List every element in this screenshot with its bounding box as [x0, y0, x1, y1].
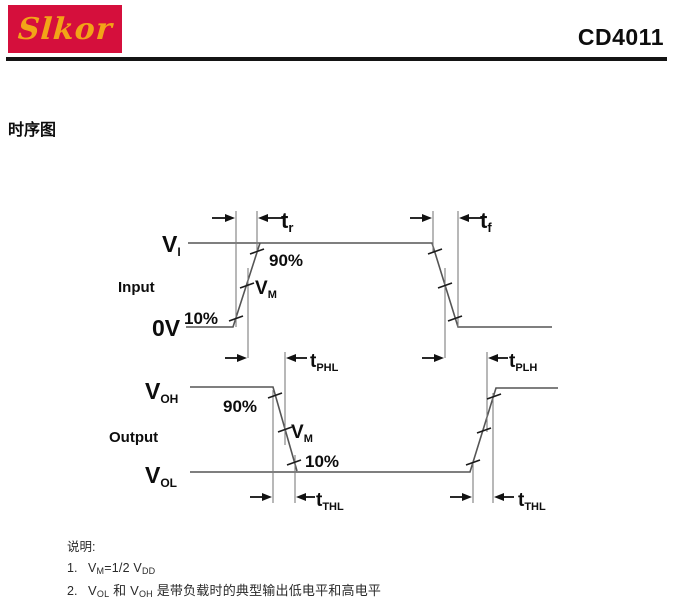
- output-waveform-high-path: [190, 386, 298, 472]
- tick-output-fall-90: [267, 392, 283, 399]
- output-axis-label: Output: [109, 429, 158, 446]
- fall-time-label: tf: [480, 208, 492, 235]
- tphl-label: tPHL: [310, 351, 339, 374]
- tick-input-fall-vm: [437, 282, 453, 289]
- arrow-left-icon: [296, 493, 306, 501]
- arrow-left-icon: [258, 214, 268, 222]
- input-vm-label: VM: [255, 278, 277, 301]
- tick-output-fall-10: [286, 459, 302, 466]
- arrow-left-icon: [459, 214, 469, 222]
- input-90pct-label: 90%: [269, 251, 303, 270]
- output-10pct-label: 10%: [305, 452, 339, 471]
- tick-input-rise-10: [228, 315, 244, 322]
- input-high-label: VI: [162, 231, 181, 259]
- slope-ticks: [228, 248, 502, 466]
- input-low-label: 0V: [152, 315, 181, 341]
- brand-logo: Slkor: [8, 5, 122, 53]
- arrow-right-icon: [262, 493, 272, 501]
- tick-output-fall-vm: [277, 426, 293, 433]
- tick-output-rise-vm: [476, 427, 492, 434]
- rise-time-label: tr: [281, 208, 293, 235]
- output-waveform-low-path: [190, 387, 558, 473]
- tthl-right-label: tTHL: [518, 490, 546, 513]
- output-high-label: VOH: [145, 378, 178, 406]
- note-text: VOL 和 VOH 是带负载时的典型输出低电平和高电平: [88, 582, 382, 599]
- tick-output-rise-10: [465, 459, 481, 466]
- dimension-arrows: [212, 214, 514, 501]
- input-10pct-label: 10%: [184, 309, 218, 328]
- arrow-left-icon: [494, 493, 504, 501]
- notes-section: 说明: 1. VM=1/2 VDD 2. VOL 和 VOH 是带负载时的典型输…: [67, 541, 381, 607]
- notes-heading: 说明:: [67, 540, 96, 554]
- note-number: 2.: [67, 583, 78, 598]
- output-vm-label: VM: [291, 422, 313, 445]
- tick-input-fall-90: [427, 248, 443, 255]
- arrow-right-icon: [225, 214, 235, 222]
- output-90pct-label: 90%: [223, 397, 257, 416]
- note-item-2: 2. VOL 和 VOH 是带负载时的典型输出低电平和高电平: [67, 584, 381, 599]
- tplh-label: tPLH: [509, 351, 537, 374]
- note-text: VM=1/2 VDD: [88, 560, 156, 576]
- header-rule: [6, 57, 667, 61]
- input-waveform-high-path: [188, 242, 552, 328]
- arrow-left-icon: [488, 354, 498, 362]
- section-title: 时序图: [8, 122, 57, 139]
- output-low-label: VOL: [145, 462, 177, 490]
- arrow-right-icon: [462, 493, 472, 501]
- tick-input-rise-vm: [239, 282, 255, 289]
- arrow-right-icon: [422, 214, 432, 222]
- note-item-1: 1. VM=1/2 VDD: [67, 560, 381, 576]
- arrow-left-icon: [286, 354, 296, 362]
- tick-input-fall-10: [447, 315, 463, 322]
- input-waveform-low-path: [186, 242, 261, 328]
- tick-output-rise-90: [486, 393, 502, 400]
- arrow-right-icon: [434, 354, 444, 362]
- dimension-lines: [235, 211, 494, 503]
- tthl-left-label: tTHL: [316, 490, 344, 513]
- part-number-title: CD4011: [577, 24, 664, 50]
- arrow-right-icon: [237, 354, 247, 362]
- tick-input-rise-90: [249, 248, 265, 255]
- note-number: 1.: [67, 560, 78, 575]
- input-axis-label: Input: [118, 279, 155, 296]
